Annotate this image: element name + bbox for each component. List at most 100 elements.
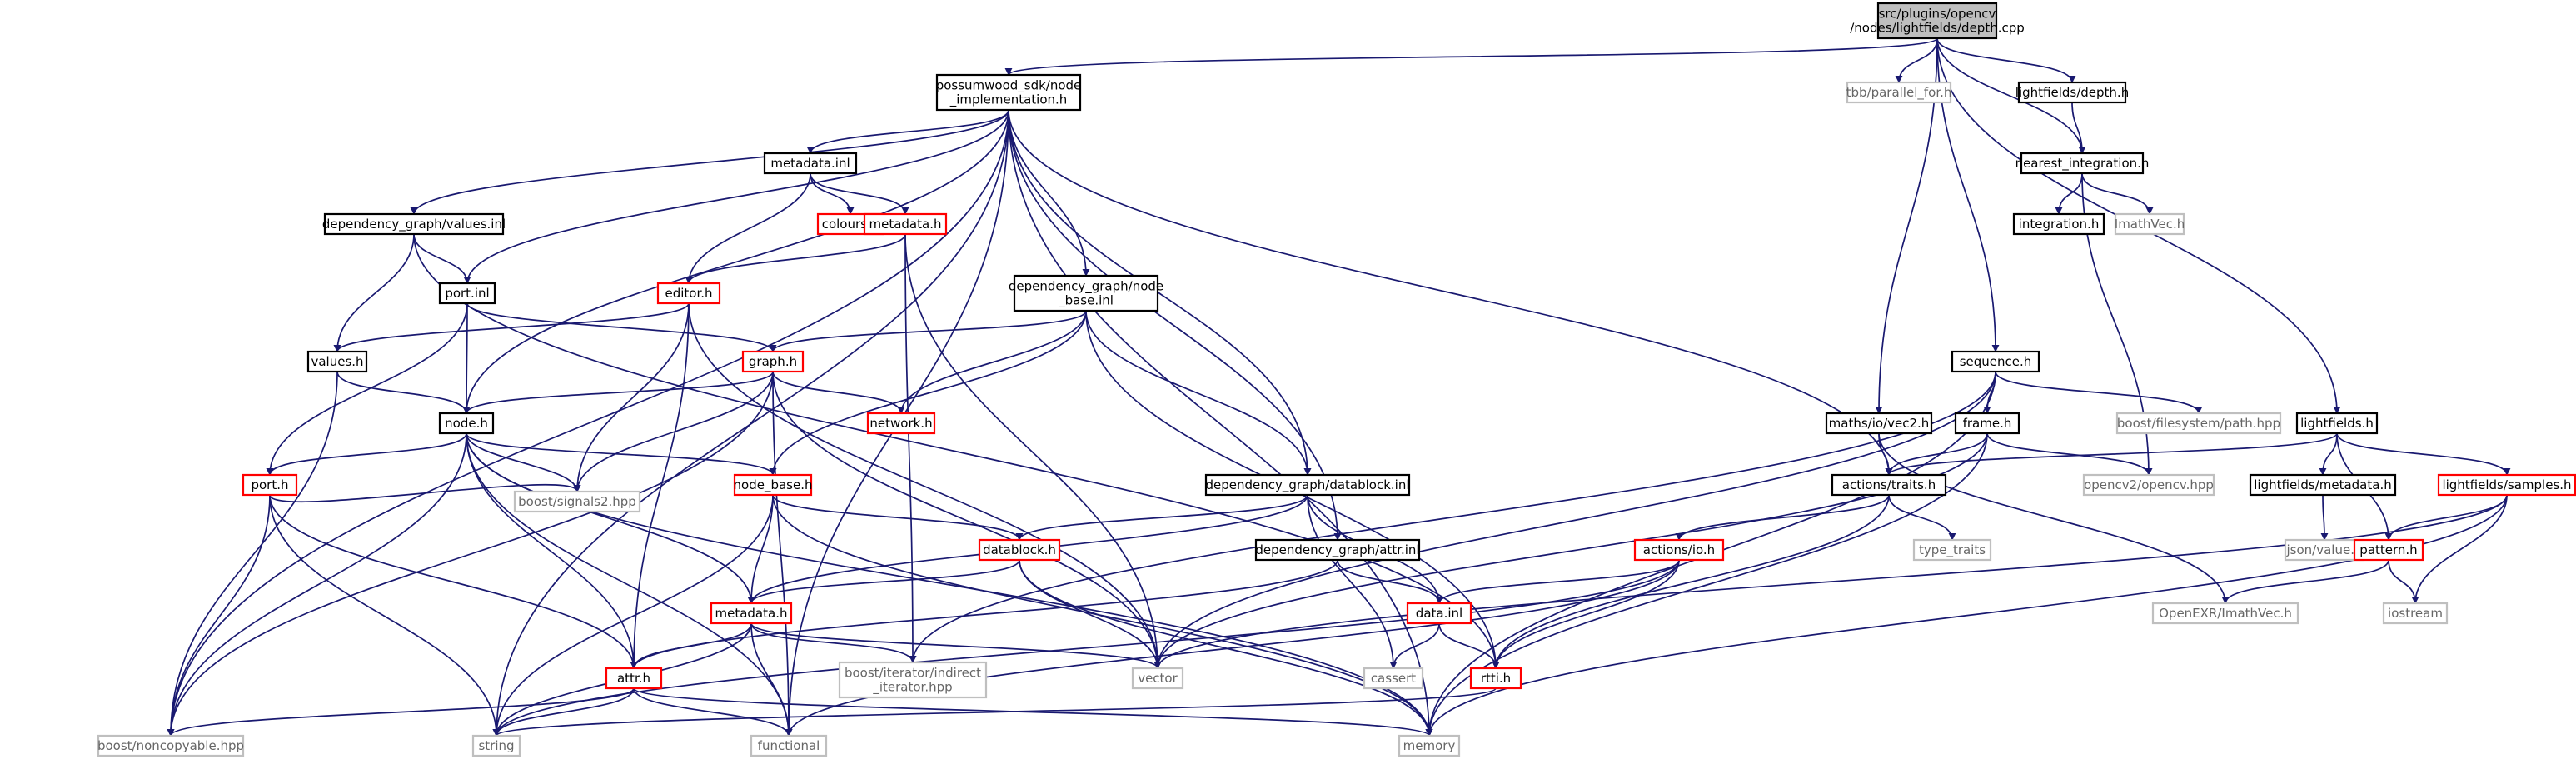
node-lfdepth-label-line-0: lightfields/depth.h (2015, 85, 2129, 100)
node-typetraits: type_traits (1912, 538, 1992, 562)
node-attrh-box (605, 667, 663, 690)
node-typetraits-box (1912, 538, 1992, 562)
node-attrh[interactable]: attr.h (605, 667, 663, 690)
node-iostream-box (2382, 602, 2449, 625)
edge-datablockh-to-metadatah (747, 559, 1020, 604)
node-datainl[interactable]: data.inl (1406, 602, 1472, 625)
node-noncopyable-label-line-0: boost/noncopyable.hpp (97, 738, 244, 753)
node-iostream-label-line-0: iostream (2388, 606, 2443, 621)
node-lightfields[interactable]: lightfields.h (2295, 412, 2379, 435)
edge-valuesinl-to-rtti (413, 233, 1500, 669)
node-integration[interactable]: integration.h (2012, 212, 2105, 236)
node-fspath-box (2115, 412, 2282, 435)
node-signals-box (513, 490, 641, 513)
node-rtti[interactable]: rtti.h (1469, 667, 1522, 690)
node-graphh[interactable]: graph.h (741, 350, 805, 373)
edge-portinl-to-porth (266, 302, 468, 476)
node-nodebaseh[interactable]: node_base.h (734, 473, 813, 497)
edge-actionsio-to-string (492, 559, 1680, 737)
node-lfdepth[interactable]: lightfields/depth.h (2015, 81, 2129, 104)
node-fspath: boost/filesystem/path.hpp (2115, 412, 2282, 435)
node-lfsamples[interactable]: lightfields/samples.h (2437, 473, 2576, 497)
node-datablockinl-box (1204, 473, 1411, 497)
edge-metah_top-to-editor (685, 233, 906, 284)
node-traits[interactable]: actions/traits.h (1831, 473, 1947, 497)
node-attrinl[interactable]: dependency_graph/attr.inl (1254, 538, 1421, 562)
node-porth[interactable]: port.h (242, 473, 298, 497)
node-metah_top[interactable]: metadata.h (863, 212, 948, 236)
node-lightfields-box (2295, 412, 2379, 435)
edge-lightfields-to-traits (1885, 432, 2338, 476)
edge-nodeh-to-attrh (466, 432, 638, 669)
node-pattern[interactable]: pattern.h (2353, 538, 2424, 562)
node-editor[interactable]: editor.h (656, 282, 721, 305)
node-datablockh-box (978, 538, 1061, 562)
node-root-label-line-1: /nodes/lightfields/depth.cpp (1850, 21, 2025, 36)
edge-graphh-to-nodeh (462, 371, 774, 414)
node-cassert: cassert (1363, 667, 1424, 690)
edge-nodebaseh-to-string (492, 494, 774, 737)
node-rtti-box (1469, 667, 1522, 690)
edge-valuesh-to-nodeh (336, 371, 471, 414)
node-integration-label-line-0: integration.h (2019, 217, 2100, 232)
node-metainl[interactable]: metadata.inl (763, 152, 858, 175)
node-nodeh[interactable]: node.h (438, 412, 495, 435)
node-valuesh[interactable]: values.h (306, 350, 368, 373)
node-root[interactable]: src/plugins/opencv/nodes/lightfields/dep… (1850, 2, 2025, 40)
edge-impl-to-traits (1008, 109, 1893, 476)
edge-impl-to-noncopyable (167, 109, 1009, 737)
node-tbb: tbb/parallel_for.h (1846, 81, 1951, 104)
node-mathsvec2[interactable]: maths/io/vec2.h (1825, 412, 1933, 435)
node-nodebaseinl-label-line-0: dependency_graph/node (1009, 279, 1163, 295)
node-frame[interactable]: frame.h (1954, 412, 2020, 435)
edge-root-to-impl (1004, 37, 1938, 76)
edge-nodebaseinl-to-datablockinl (1085, 310, 1312, 476)
edge-nearest-to-imathvec (2081, 172, 2154, 215)
node-metainl-box (763, 152, 858, 175)
node-metadatah-label-line-0: metadata.h (715, 606, 788, 621)
edge-nearest-to-integration (2055, 172, 2083, 215)
node-memory-label-line-0: memory (1403, 738, 1456, 753)
edge-impl-to-string (492, 109, 1009, 737)
node-datablockinl[interactable]: dependency_graph/datablock.inl (1204, 473, 1411, 497)
node-porth-box (242, 473, 298, 497)
edge-metainl-to-editor (685, 172, 811, 284)
edge-nodebaseinl-to-network (897, 310, 1087, 414)
node-metadatah[interactable]: metadata.h (710, 602, 793, 625)
node-pattern-box (2353, 538, 2424, 562)
edge-nodebaseh-to-datablockh (772, 494, 1024, 541)
node-lfmeta-label-line-0: lightfields/metadata.h (2254, 477, 2391, 492)
node-jsonvalue: json/value.h (2284, 538, 2365, 562)
node-nearest[interactable]: nearest_integration.h (2015, 152, 2150, 175)
node-iterator: boost/iterator/indirect_iterator.hpp (838, 661, 988, 699)
edge-attrh-to-string (492, 687, 635, 737)
node-portinl[interactable]: port.inl (438, 282, 496, 305)
edge-actionsio-to-rtti (1492, 559, 1680, 669)
node-lfmeta[interactable]: lightfields/metadata.h (2249, 473, 2397, 497)
edge-frame-to-memory (1425, 432, 1988, 737)
node-datablockh-label-line-0: datablock.h (983, 542, 1056, 557)
edge-porth-to-noncopyable (167, 494, 271, 737)
node-actionsio[interactable]: actions/io.h (1633, 538, 1725, 562)
node-imathvec-label-line-0: ImathVec.h (2115, 217, 2185, 232)
node-nearest-box (2020, 152, 2145, 175)
node-cassert-box (1363, 667, 1424, 690)
edge-datainl-to-cassert (1389, 622, 1440, 669)
edge-editor-to-attrh (630, 302, 690, 669)
edge-impl-to-attrinl (1008, 109, 1342, 541)
node-nodebaseinl[interactable]: dependency_graph/node_base.inl (1009, 274, 1163, 312)
node-iostream: iostream (2382, 602, 2449, 625)
node-network-box (866, 412, 936, 435)
node-graphh-label-line-0: graph.h (749, 354, 797, 369)
node-actionsio-label-line-0: actions/io.h (1643, 542, 1715, 557)
edge-actionsio-to-datainl (1435, 559, 1680, 604)
node-network[interactable]: network.h (866, 412, 936, 435)
node-valuesinl[interactable]: dependency_graph/values.inl (322, 212, 506, 236)
node-fspath-label-line-0: boost/filesystem/path.hpp (2117, 416, 2280, 431)
edge-valuesh-to-noncopyable (167, 371, 338, 737)
edge-frame-to-opencv (1986, 432, 2153, 476)
node-sequence[interactable]: sequence.h (1951, 350, 2040, 373)
node-impl[interactable]: possumwood_sdk/node_implementation.h (936, 73, 1082, 112)
edge-graphh-to-noncopyable (167, 371, 774, 737)
node-datablockh[interactable]: datablock.h (978, 538, 1061, 562)
